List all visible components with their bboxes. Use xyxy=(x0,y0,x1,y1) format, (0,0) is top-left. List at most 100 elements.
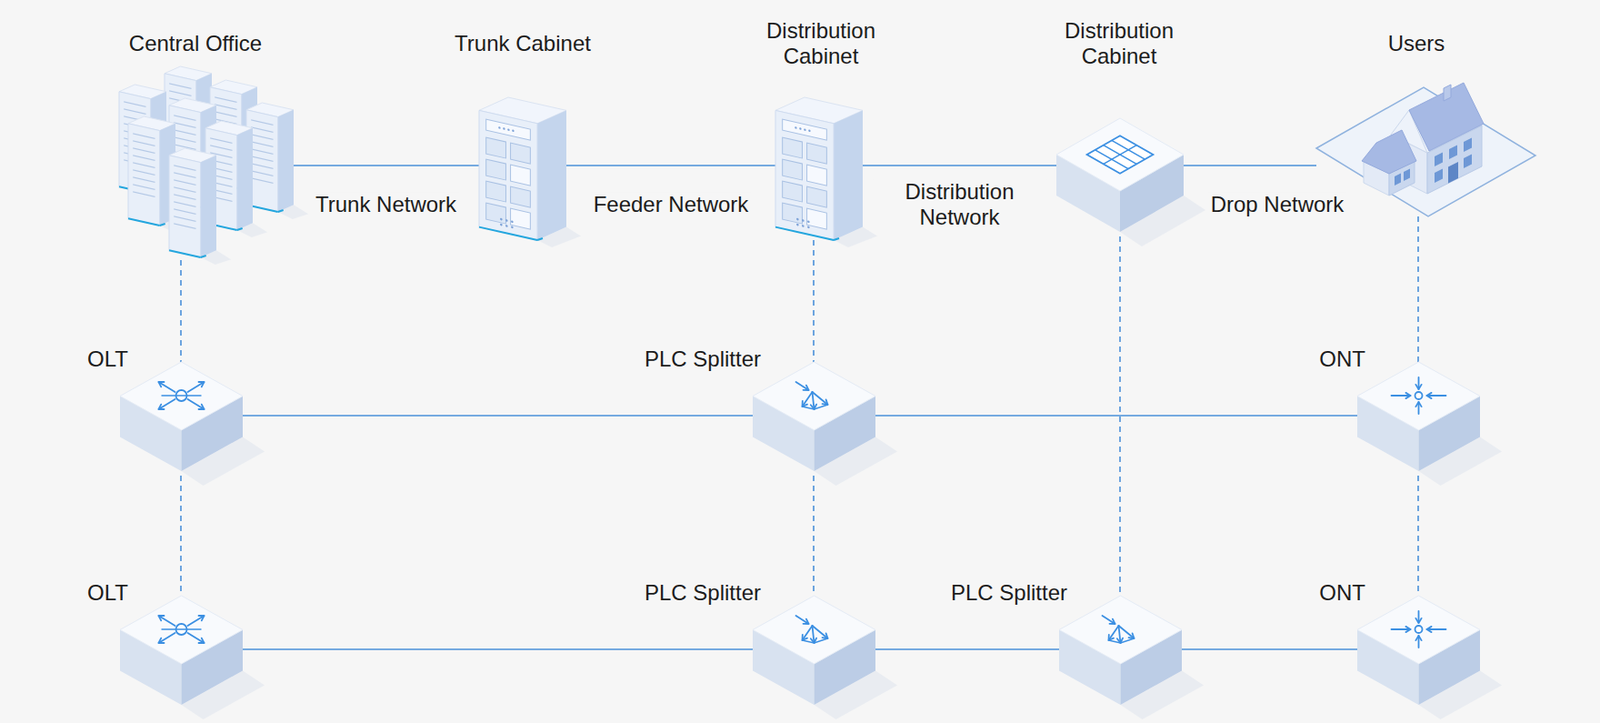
icon-stroke xyxy=(796,615,810,624)
ont-node: ONT xyxy=(1357,361,1480,476)
cabinet-side xyxy=(200,155,217,258)
fiber-link xyxy=(292,164,480,167)
icon-arrow-head xyxy=(199,615,205,620)
icon-arrow-head xyxy=(803,385,810,390)
server-vent xyxy=(214,111,237,117)
server-vent xyxy=(169,83,191,89)
icon-arrow-head xyxy=(1415,618,1421,623)
icon-stroke xyxy=(159,632,176,643)
icon-stroke xyxy=(812,391,829,405)
dashed-link xyxy=(180,260,182,362)
server-vent xyxy=(132,140,155,146)
cabinet-icon xyxy=(479,97,567,240)
cabinet-module xyxy=(782,137,803,159)
server-vent xyxy=(132,170,155,175)
cabinet-dot xyxy=(511,129,514,132)
ont-icon xyxy=(1357,361,1480,476)
house-window xyxy=(1394,173,1401,187)
server-vent xyxy=(173,115,196,120)
cabinet-base-edge xyxy=(537,238,543,240)
cabinet-dot xyxy=(510,220,514,223)
dashed-link xyxy=(812,475,815,596)
cabinet-module xyxy=(510,186,531,208)
cabinet-module xyxy=(510,142,531,164)
cabinet-module xyxy=(807,142,828,164)
icon-arrow-head xyxy=(159,404,165,410)
server-vent xyxy=(250,149,273,154)
house-door xyxy=(1448,161,1459,184)
server-vent xyxy=(169,90,191,96)
node-label: OLT xyxy=(87,346,129,372)
node-label: ONT xyxy=(1319,580,1366,606)
fiber-link xyxy=(862,164,1057,167)
icon-stroke xyxy=(159,399,176,410)
ont-icon xyxy=(1357,595,1480,710)
cabinet-side xyxy=(278,110,294,212)
cabinet-base-edge xyxy=(775,227,834,240)
cabinet-dot xyxy=(807,220,810,223)
server-vent xyxy=(173,194,196,200)
icon-arrow-head xyxy=(1427,626,1432,632)
dashed-link xyxy=(1417,475,1420,596)
cabinet-dot xyxy=(799,127,801,130)
cabinet-dot xyxy=(507,128,510,131)
cabinet-node: Trunk Cabinet xyxy=(479,97,567,240)
splitter-node: PLC Splitter xyxy=(752,595,876,710)
splitter-icon xyxy=(1059,595,1182,710)
cabinet-panel xyxy=(250,120,273,183)
icon-arrow-head xyxy=(159,381,165,387)
dashed-link xyxy=(812,240,815,362)
icon-arrow-head xyxy=(1415,384,1421,390)
house-windows xyxy=(1394,169,1410,187)
cabinet-dot xyxy=(500,222,503,226)
icon-arrow-head xyxy=(803,619,810,624)
cabinet-module xyxy=(510,164,531,186)
fiber-link xyxy=(875,414,1358,417)
cabinet-dot xyxy=(803,128,806,131)
cabinet-dot xyxy=(801,219,805,222)
dashed-link xyxy=(180,475,182,596)
icon-stroke xyxy=(188,632,205,643)
cabinet-base-edge xyxy=(833,238,840,240)
icon-stroke xyxy=(796,381,810,390)
icon-stroke xyxy=(188,615,205,626)
cabinet-dot xyxy=(502,127,505,130)
cabinet-module xyxy=(807,208,828,230)
cabinet-module xyxy=(486,202,507,224)
splitter-icon xyxy=(752,595,876,710)
icon-stroke xyxy=(188,381,205,392)
house-window xyxy=(1449,145,1458,160)
server-vent xyxy=(173,223,196,229)
cabinet-module xyxy=(782,180,803,202)
house-window xyxy=(1463,154,1472,170)
cabinet-slot xyxy=(782,119,828,140)
network-label: Distribution Network xyxy=(872,179,1047,230)
node-label: OLT xyxy=(87,580,129,606)
cabinet-module xyxy=(486,180,507,202)
house-windows xyxy=(1434,138,1472,191)
node-label: Users xyxy=(1334,30,1499,57)
icon-stroke xyxy=(161,394,202,396)
server-vent xyxy=(214,104,237,110)
server-vent xyxy=(173,130,196,135)
icon-stroke xyxy=(1427,628,1447,630)
icon-stroke xyxy=(1119,625,1135,639)
splitter-node: PLC Splitter xyxy=(752,361,876,476)
cabinet-dot xyxy=(794,126,797,130)
ont-hub xyxy=(1415,625,1423,633)
icon-stroke xyxy=(1427,394,1447,397)
cabinet-dot xyxy=(808,129,810,132)
rack-outline xyxy=(1087,135,1154,174)
server-vent xyxy=(132,191,155,197)
cabinet-module xyxy=(782,202,803,224)
cabinet-dot xyxy=(505,219,509,222)
server-vent xyxy=(250,141,273,147)
icon-stroke xyxy=(188,399,205,410)
cabinet-dot xyxy=(807,225,810,229)
icon-stroke xyxy=(159,615,176,626)
cabinet-panel xyxy=(173,165,196,229)
cabinet-panel xyxy=(486,119,531,232)
server-vent xyxy=(132,162,155,168)
olt-icon xyxy=(120,361,243,476)
